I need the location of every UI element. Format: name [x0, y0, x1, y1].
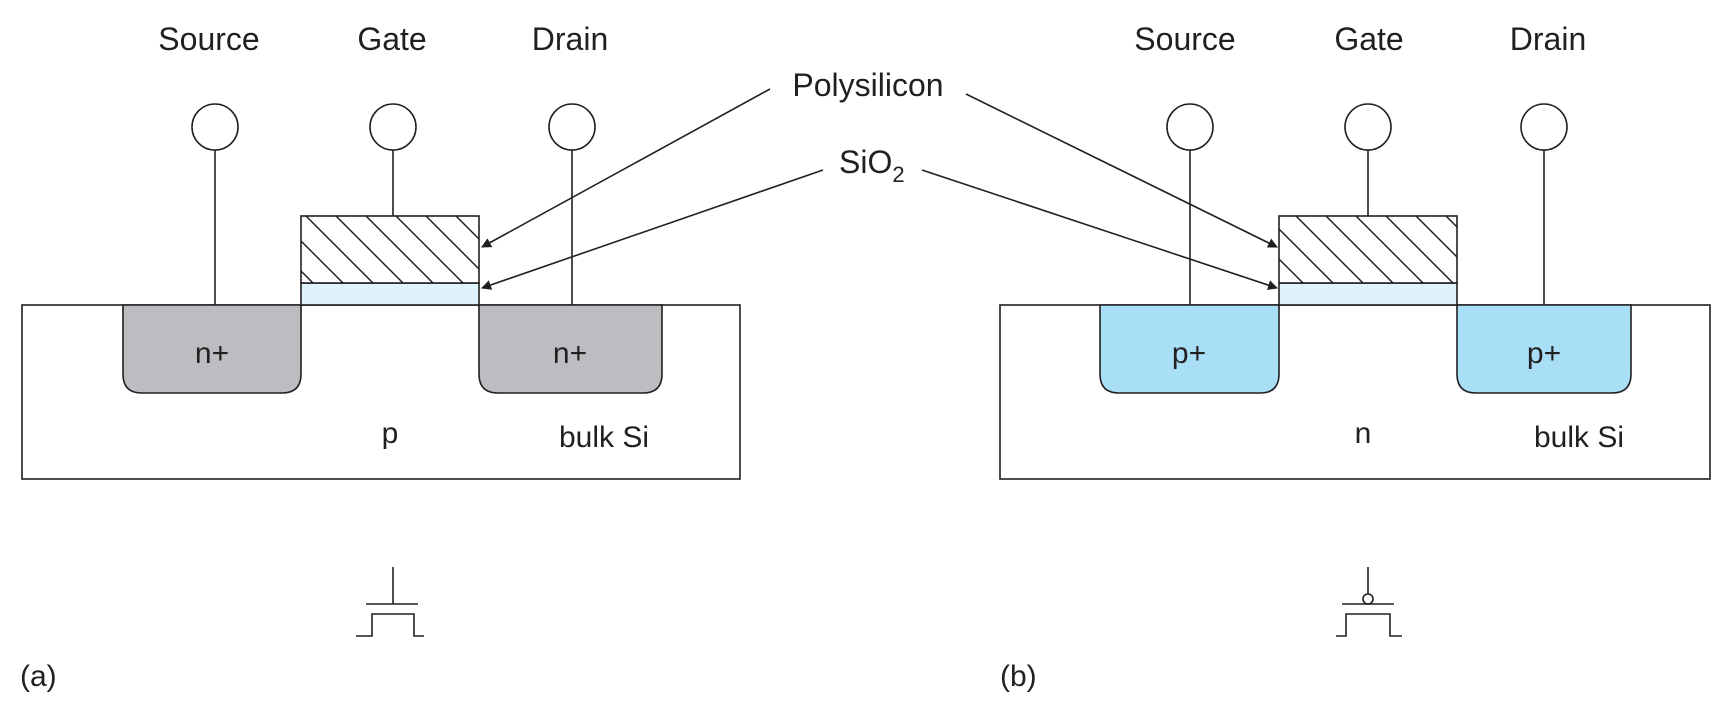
pmos-caption: (b) [1000, 660, 1037, 693]
callouts: Polysilicon SiO2 [481, 67, 1278, 290]
pmos-source-label: Source [1134, 21, 1235, 57]
pmos-transistor-symbol [1336, 567, 1402, 637]
sio2-arrow-pmos [921, 169, 1278, 290]
pmos-right-well-label: p+ [1527, 337, 1561, 370]
nmos-drain-well [478, 304, 663, 394]
pmos-gate-label: Gate [1334, 21, 1403, 57]
nmos-drain-terminal [548, 103, 596, 151]
polysilicon-arrow-nmos [481, 88, 771, 248]
pmos-substrate-label: n [1355, 417, 1372, 450]
polysilicon-callout-label: Polysilicon [792, 67, 943, 103]
nmos-gate-label: Gate [357, 21, 426, 57]
nmos-gate-terminal [369, 103, 417, 151]
sio2-callout-label: SiO2 [839, 144, 905, 187]
pmos-bulk-label: bulk Si [1534, 421, 1624, 454]
pmos-drain-terminal [1520, 103, 1568, 151]
pmos-device: Source Gate Drain p+ p+ n bulk Si (b) [999, 21, 1711, 693]
nmos-drain-label: Drain [532, 21, 608, 57]
nmos-right-well-label: n+ [553, 337, 587, 370]
pmos-drain-label: Drain [1510, 21, 1586, 57]
pmos-source-well [1099, 304, 1280, 394]
nmos-caption: (a) [20, 660, 57, 693]
pmos-polysilicon-gate [1278, 215, 1458, 284]
nmos-substrate-label: p [382, 417, 399, 450]
nmos-polysilicon-gate [300, 215, 480, 284]
nmos-source-well [122, 304, 302, 394]
nmos-source-terminal [191, 103, 239, 151]
nmos-bulk-label: bulk Si [559, 421, 649, 454]
sio2-arrow-nmos [481, 169, 824, 290]
pmos-gate-oxide [1278, 282, 1458, 306]
polysilicon-arrow-pmos [965, 93, 1278, 248]
nmos-transistor-symbol [356, 567, 424, 637]
nmos-gate-oxide [300, 282, 480, 306]
pmos-gate-terminal [1344, 103, 1392, 151]
sio2-subscript: 2 [892, 162, 904, 187]
pmos-left-well-label: p+ [1172, 337, 1206, 370]
pmos-source-terminal [1166, 103, 1214, 151]
pmos-drain-well [1456, 304, 1632, 394]
nmos-device: Source Gate Drain n+ n+ p bulk Si (a) [20, 21, 741, 693]
nmos-source-label: Source [158, 21, 259, 57]
nmos-left-well-label: n+ [195, 337, 229, 370]
